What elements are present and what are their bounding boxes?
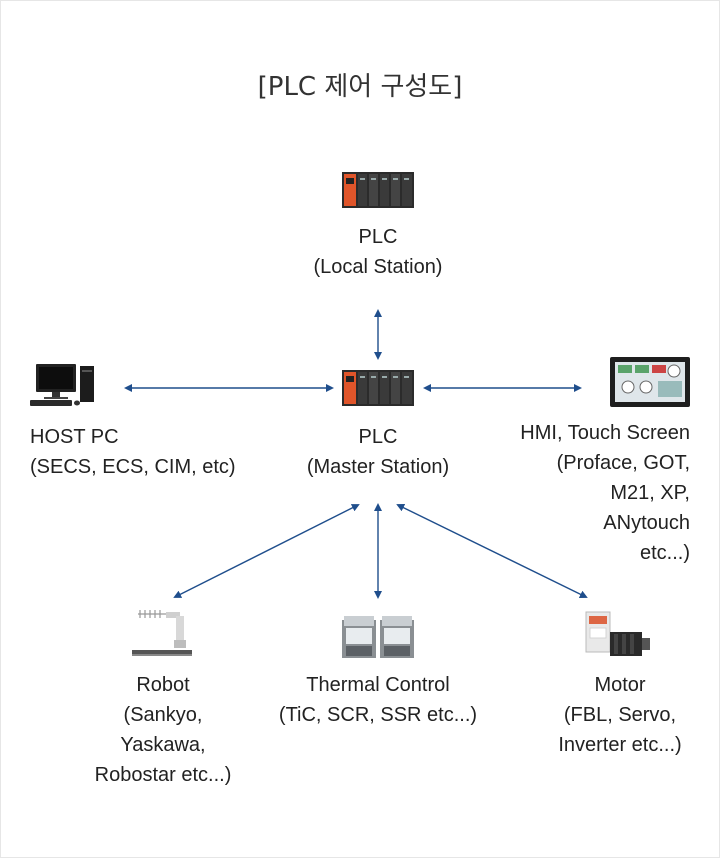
hmi-line-2: (Proface, GOT, — [556, 452, 690, 474]
plc-local-line-2: (Local Station) — [313, 256, 443, 278]
plc-master-line-2: (Master Station) — [306, 456, 450, 478]
hmi-line-5: etc...) — [639, 542, 690, 564]
host-pc-label: HOST PC (SECS, ECS, CIM, etc) — [30, 422, 236, 482]
robot-label: Robot (Sankyo, Yaskawa, Robostar etc...) — [63, 670, 263, 790]
motor-line-3: Inverter etc...) — [558, 734, 682, 756]
host-pc-line-2: (SECS, ECS, CIM, etc) — [30, 456, 236, 478]
host-pc-line-1: HOST PC — [30, 426, 119, 448]
plc-local-icon — [342, 172, 414, 208]
plc-local-label: PLC (Local Station) — [278, 222, 478, 282]
diagram-title: [PLC 제어 구성도] — [257, 72, 463, 102]
plc-master-line-1: PLC — [358, 426, 398, 448]
thermal-label: Thermal Control (TiC, SCR, SSR etc...) — [248, 670, 508, 730]
edge-master-motor — [396, 504, 588, 598]
thermal-controller-icon — [342, 616, 414, 658]
motor-icon — [585, 611, 650, 656]
robot-line-1: Robot — [136, 674, 190, 696]
plc-local-line-1: PLC — [358, 226, 398, 248]
hmi-line-3: M21, XP, — [610, 482, 690, 504]
motor-line-2: (FBL, Servo, — [563, 704, 677, 726]
hmi-line-4: ANytouch — [603, 512, 690, 534]
robot-arm-icon — [132, 610, 192, 656]
plc-master-icon — [342, 370, 414, 406]
motor-line-1: Motor — [594, 674, 646, 696]
plc-master-label: PLC (Master Station) — [268, 422, 488, 482]
hmi-line-1: HMI, Touch Screen — [520, 422, 690, 444]
robot-line-3: Yaskawa, — [120, 734, 206, 756]
hmi-label: HMI, Touch Screen (Proface, GOT, M21, XP… — [470, 418, 690, 568]
edge-master-robot — [173, 504, 360, 598]
robot-line-4: Robostar etc...) — [94, 764, 232, 786]
touch-screen-icon — [610, 357, 690, 407]
robot-line-2: (Sankyo, — [123, 704, 203, 726]
thermal-line-2: (TiC, SCR, SSR etc...) — [278, 704, 478, 726]
motor-label: Motor (FBL, Servo, Inverter etc...) — [520, 670, 720, 760]
thermal-line-1: Thermal Control — [306, 674, 450, 696]
desktop-pc-icon — [30, 364, 94, 406]
